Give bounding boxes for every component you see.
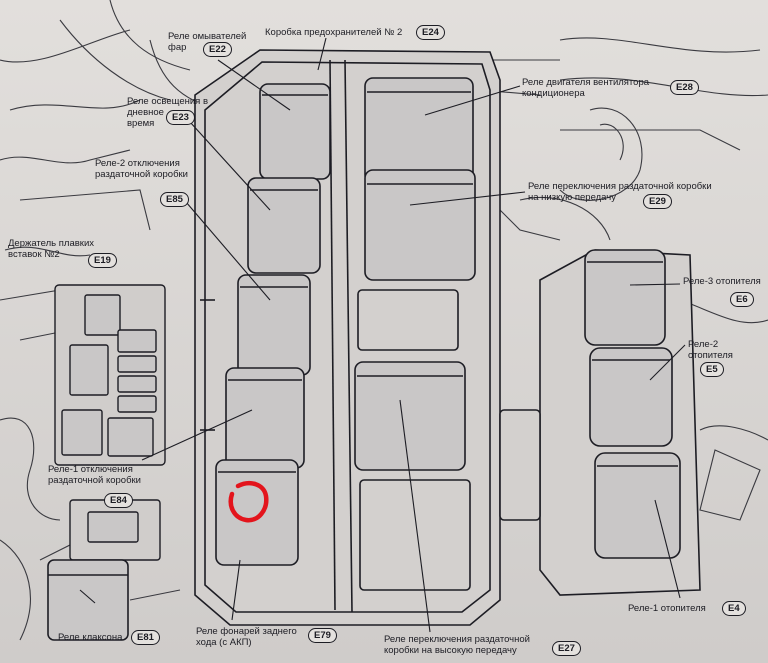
- heater-relay-1-label: Реле-1 отопителя: [628, 603, 706, 614]
- transfer-cutoff-relay-1-label: Реле-1 отключения раздаточной коробки: [48, 464, 141, 486]
- leader-lines: [79, 37, 686, 633]
- transfer-cutoff-relay-1-code: E84: [104, 493, 133, 508]
- daytime-lights-relay-label: Реле освещения в дневное время: [127, 96, 208, 129]
- heater-relay-3-code: E6: [730, 292, 754, 307]
- high-transfer-relay-label: Реле переключения раздаточной коробки на…: [384, 634, 530, 656]
- headlamp-washer-relay-label: Реле омывателей фар: [168, 31, 247, 53]
- transfer-cutoff-relay-2-code: E85: [160, 192, 189, 207]
- center-relays: [354, 77, 476, 591]
- high-transfer-relay-code: E27: [552, 641, 581, 656]
- transfer-cutoff-relay-2-label: Реле-2 отключения раздаточной коробки: [95, 158, 188, 180]
- fuse-box-2-label: Коробка предохранителей № 2: [265, 27, 403, 38]
- engine-bay-sketch: [0, 0, 768, 641]
- heater-relay-stack: [499, 249, 701, 596]
- daytime-lights-relay-code: E23: [166, 110, 195, 125]
- reverse-lamp-relay-label: Реле фонарей заднего хода (с АКП): [196, 626, 297, 648]
- low-transfer-relay-code: E29: [643, 194, 672, 209]
- ac-fan-relay-label: Реле двигателя вентилятора кондиционера: [522, 77, 650, 99]
- low-transfer-relay-label: Реле переключения раздаточной коробки на…: [528, 181, 712, 203]
- heater-relay-3-label: Реле-3 отопителя: [683, 276, 761, 287]
- highlight-circle: [228, 481, 269, 523]
- heater-relay-1-code: E4: [722, 601, 746, 616]
- fusible-link-holder-2-label: Держатель плавких вставок №2: [8, 238, 95, 260]
- horn-relay-label: Реле клаксона: [58, 632, 123, 643]
- horn-relay-code: E81: [131, 630, 160, 645]
- reverse-lamp-relay-code: E79: [308, 628, 337, 643]
- ac-fan-relay-code: E28: [670, 80, 699, 95]
- heater-relay-2-label: Реле-2 отопителя: [688, 339, 733, 361]
- headlamp-washer-relay-code: E22: [203, 42, 232, 57]
- fusible-link-holder: [54, 284, 166, 561]
- heater-relay-2-code: E5: [700, 362, 724, 377]
- fusible-link-holder-2-code: E19: [88, 253, 117, 268]
- horn-relay-body: [47, 559, 129, 641]
- fuse-box-2-code: E24: [416, 25, 445, 40]
